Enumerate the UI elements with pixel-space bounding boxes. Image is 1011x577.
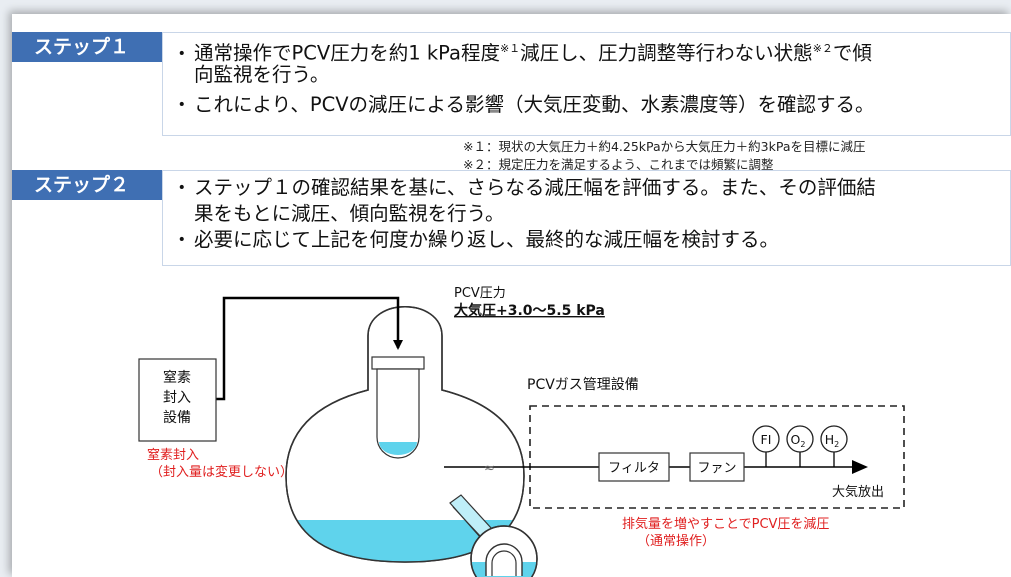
rpv-body (376, 368, 420, 459)
pcv-pressure-label: PCV圧力 (454, 286, 506, 301)
fi-label: FI (761, 432, 772, 447)
atmospheric-release-label: 大気放出 (832, 484, 884, 500)
note-1: ※１：現状の大気圧力＋約4.25kPaから大気圧力＋約3kPaを目標に減圧 (463, 139, 866, 154)
slide: ステップ１ ・通常操作でPCV圧力を約1 kPa程度※１減圧し、圧力調整等行わな… (12, 14, 1011, 577)
reduce-note-line1: 排気量を増やすことでPCV圧を減圧 (622, 516, 829, 532)
step2-box (162, 170, 1011, 266)
fan-box (689, 452, 745, 482)
nitrogen-line (215, 296, 403, 401)
gas-system-boundary (529, 405, 905, 509)
downcomer-arch (485, 543, 523, 576)
nitrogen-equipment-box (138, 358, 217, 442)
step2-label: ステップ２ (12, 170, 162, 200)
note-2: ※２：規定圧力を満足するよう、これまでは頻繁に調整 (463, 157, 774, 172)
step1-label: ステップ１ (12, 32, 162, 62)
step1-bullet1-line2: 向監視を行う。 (194, 63, 330, 86)
o2-instrument (786, 425, 814, 453)
filter-box (598, 452, 670, 482)
nitrogen-box-line3: 設備 (163, 410, 191, 426)
h2-instrument (820, 425, 848, 453)
step1-bullet1: ・通常操作でPCV圧力を約1 kPa程度※１減圧し、圧力調整等行わない状態※２で… (172, 41, 872, 65)
h2-label: H2 (825, 432, 840, 449)
filter-label: フィルタ (608, 461, 660, 476)
step1-box (162, 32, 1011, 136)
pcv-diagram: 窒素 封入 設備 窒素封入 （封入量は変更しない） PCV圧力 大気圧+3.0～… (138, 286, 905, 577)
fi-instrument (752, 425, 780, 453)
o2-label: O2 (791, 432, 806, 449)
step1-bullet2: ・これにより、PCVの減圧による影響（大気圧変動、水素濃度等）を確認する。 (172, 93, 875, 116)
exhaust-arrowhead (852, 460, 868, 474)
nitrogen-note-line1: 窒素封入 (147, 447, 199, 463)
gas-system-label: PCVガス管理設備 (527, 377, 639, 393)
step2-bullet1: ・ステップ１の確認結果を基に、さらなる減圧幅を評価する。また、その評価結 (172, 176, 876, 199)
step2-bullet2: ・必要に応じて上記を何度か繰り返し、最終的な減圧幅を検討する。 (172, 228, 780, 251)
reduce-note-line2: （通常操作） (637, 533, 715, 549)
nitrogen-box-line2: 封入 (163, 390, 191, 406)
pcv-pressure-value: 大気圧+3.0～5.5 kPa (454, 302, 605, 319)
nitrogen-note-line2: （封入量は変更しない） (150, 464, 293, 480)
step2-bullet1-line2: 果をもとに減圧、傾向監視を行う。 (194, 202, 505, 225)
nitrogen-box-line1: 窒素 (163, 369, 191, 386)
rpv-head (371, 356, 425, 370)
pipe-break-mark: ≈ (484, 461, 495, 476)
fan-label: ファン (697, 461, 736, 476)
